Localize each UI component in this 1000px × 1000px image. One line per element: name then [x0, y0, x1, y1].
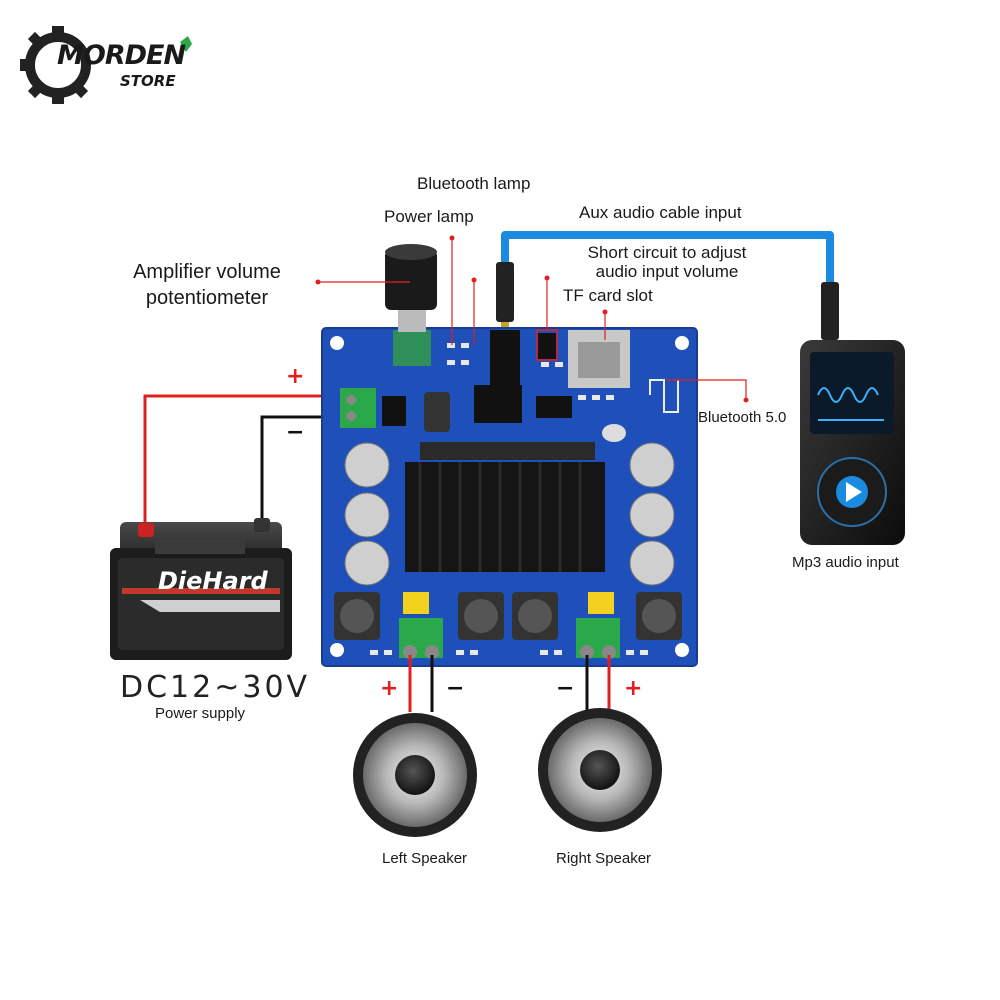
- left-plus-sign: +: [380, 676, 399, 701]
- battery-negative-terminal: [254, 518, 270, 532]
- label-left-speaker: Left Speaker: [382, 850, 468, 867]
- label-power-lamp: Power lamp: [384, 207, 474, 226]
- battery-positive-terminal: [138, 523, 154, 537]
- label-volume-pot-line2: potentiometer: [145, 287, 269, 309]
- amplifier-board: [321, 244, 698, 667]
- label-short-circuit: Short circuit to adjust audio input volu…: [574, 243, 760, 281]
- right-minus-sign: −: [556, 676, 575, 701]
- label-bluetooth-50: Bluetooth 5.0: [698, 409, 787, 426]
- aux-cable: [496, 231, 839, 348]
- label-volume-pot-line1: Amplifier volume: [133, 261, 281, 283]
- label-mp3-input: Mp3 audio input: [792, 554, 899, 571]
- power-terminal: [340, 388, 376, 428]
- label-tf-card: TF card slot: [563, 286, 653, 305]
- logo-wordmark: MORDEN: [57, 40, 186, 71]
- right-plus-sign: +: [624, 676, 643, 701]
- mp3-player: [800, 340, 905, 545]
- left-minus-sign: −: [446, 676, 465, 701]
- speaker-wires: [408, 655, 611, 712]
- label-dc-voltage: DC12~30V: [120, 670, 311, 705]
- heatsink: [405, 462, 605, 572]
- logo-subtitle: STORE: [120, 72, 176, 90]
- label-short-circuit-line2: audio input volume: [595, 262, 739, 281]
- label-bluetooth-lamp: Bluetooth lamp: [417, 174, 531, 193]
- power-minus-sign: −: [286, 420, 305, 445]
- power-wires: [143, 394, 345, 530]
- battery-brand: DieHard: [158, 567, 268, 595]
- label-aux-input: Aux audio cable input: [579, 203, 742, 222]
- label-volume-pot: Amplifier volume potentiometer: [112, 259, 302, 311]
- label-short-circuit-line1: Short circuit to adjust: [587, 243, 747, 262]
- volume-knob: [385, 250, 437, 310]
- leader-lines: [318, 238, 747, 400]
- label-power-supply: Power supply: [155, 705, 246, 722]
- left-speaker: [353, 713, 477, 837]
- aux-jack: [490, 330, 520, 385]
- label-right-speaker: Right Speaker: [556, 850, 652, 867]
- right-speaker: [538, 708, 662, 832]
- power-plus-sign: +: [286, 364, 305, 389]
- battery: [110, 518, 292, 660]
